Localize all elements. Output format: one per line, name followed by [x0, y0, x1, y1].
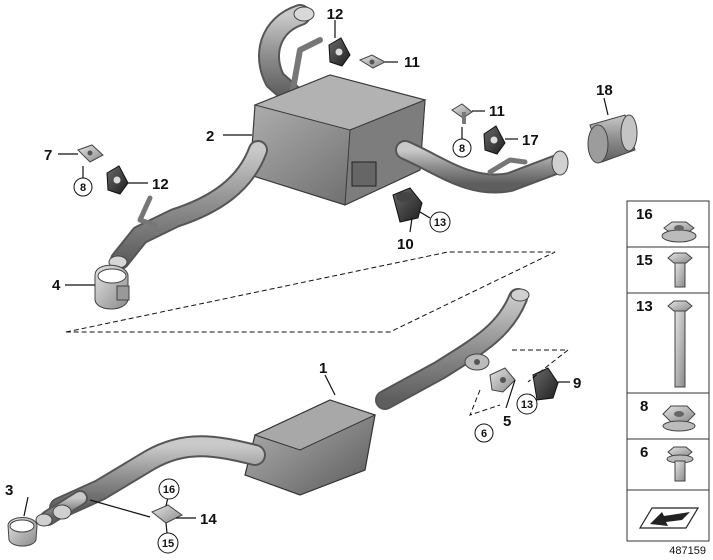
tailpipe-trim-part-18 — [587, 114, 638, 164]
rubber-mount-part-17 — [483, 125, 506, 155]
callout-10: 10 — [397, 236, 414, 253]
callout-17: 17 — [522, 132, 539, 149]
panel-number-6: 6 — [640, 444, 648, 461]
callout-12-left: 12 — [152, 176, 169, 193]
callout-6: 6 — [481, 428, 487, 440]
connection-outline-2 — [512, 349, 570, 383]
callout-7: 7 — [44, 147, 52, 164]
panel-number-15: 15 — [636, 252, 653, 269]
flange-bolt-icon — [666, 446, 694, 482]
fastener-legend-panel: 16 15 13 8 6 — [626, 200, 710, 542]
direction-arrow-icon — [638, 507, 700, 529]
callout-13-top: 13 — [434, 217, 446, 229]
flange-nut-icon — [661, 221, 697, 243]
callout-9: 9 — [573, 375, 581, 392]
rubber-damper-part-9 — [532, 367, 559, 401]
bracket-part-14 — [151, 504, 183, 524]
rubber-mount-part-12-left — [106, 165, 129, 195]
callout-14: 14 — [200, 511, 217, 528]
callout-3: 3 — [5, 482, 13, 499]
front-pipe-catalytic-converter — [35, 288, 530, 527]
callout-15: 15 — [162, 538, 174, 550]
callout-labels: 12 11 2 7 8 12 4 11 8 17 18 13 10 1 13 9… — [5, 6, 613, 554]
rubber-mount-part-12-top — [328, 37, 351, 67]
rubber-damper-part-10 — [392, 187, 423, 223]
reference-number: 487159 — [669, 545, 706, 557]
callout-12-top: 12 — [327, 6, 344, 23]
bracket-part-5 — [489, 367, 516, 393]
leader-lines — [23, 20, 609, 534]
callout-11-right: 11 — [489, 103, 505, 120]
clamp-part-3 — [7, 517, 38, 547]
callout-5: 5 — [503, 413, 511, 430]
hex-nut-icon — [662, 405, 696, 432]
clamp-part-4 — [94, 264, 130, 310]
hex-bolt-long-icon — [667, 300, 693, 388]
mounting-plate — [464, 353, 490, 371]
panel-number-16: 16 — [636, 206, 653, 223]
callout-8-left: 8 — [80, 182, 86, 194]
callout-13-bottom: 13 — [521, 399, 533, 411]
callout-18: 18 — [596, 82, 613, 99]
bracket-part-7 — [77, 144, 104, 163]
callout-1: 1 — [319, 360, 327, 377]
callout-2: 2 — [206, 128, 214, 145]
rear-silencer — [108, 4, 569, 270]
connection-outline-1 — [65, 251, 556, 333]
callout-16: 16 — [163, 484, 175, 496]
bracket-part-11-right — [451, 103, 473, 124]
panel-number-13: 13 — [636, 298, 653, 315]
callout-4: 4 — [52, 277, 61, 294]
connection-outline-3 — [469, 389, 501, 416]
panel-number-8: 8 — [640, 398, 648, 415]
callout-11-top: 11 — [404, 54, 420, 71]
callout-8-right: 8 — [459, 143, 465, 155]
bracket-part-11-top — [358, 54, 387, 69]
hex-bolt-short-icon — [667, 252, 693, 288]
